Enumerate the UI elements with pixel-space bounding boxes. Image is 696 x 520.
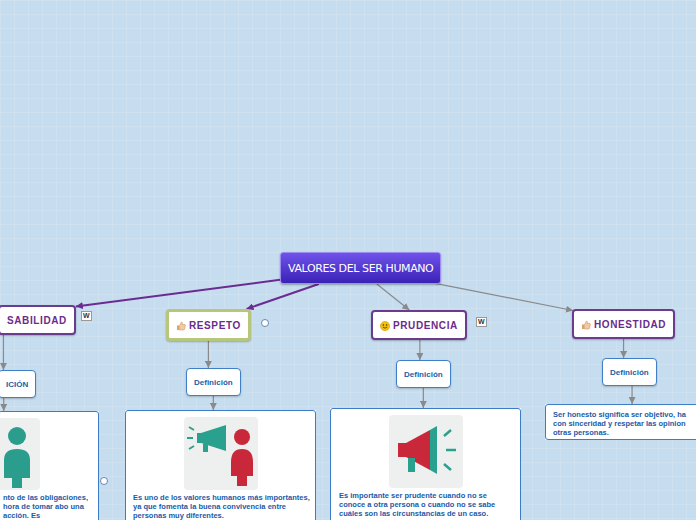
- node-text: PRUDENCIA: [393, 320, 458, 331]
- node-text: Definición: [194, 378, 233, 387]
- connector: [377, 284, 410, 310]
- definition-body: Es importante ser prudente cuando no se …: [330, 408, 521, 520]
- node-text: ICIÓN: [6, 380, 28, 389]
- value-topic: SABILIDAD: [0, 305, 76, 335]
- value-topic: HONESTIDAD: [572, 309, 675, 339]
- connector: [213, 396, 214, 410]
- thumb-symbol: [581, 320, 591, 330]
- node-text: SABILIDAD: [7, 315, 67, 326]
- connector: [3, 398, 4, 411]
- connector: [631, 386, 632, 404]
- definition-body: nto de las obligaciones, hora de tomar a…: [0, 411, 99, 520]
- smiley-symbol: [380, 321, 390, 331]
- wiki-mark: W: [81, 311, 92, 321]
- definition-box: ICIÓN: [0, 370, 36, 398]
- definition-box: Definición: [186, 368, 241, 396]
- node-text: Definición: [610, 368, 649, 377]
- definition-body: Ser honesto significa ser objetivo, ha c…: [545, 404, 696, 440]
- megaphone-person-icon: [184, 417, 258, 490]
- value-topic: PRUDENCIA: [371, 310, 467, 340]
- connector: [3, 335, 4, 370]
- connector: [208, 341, 209, 368]
- megaphone-icon: [389, 415, 463, 488]
- central-topic: VALORES DEL SER HUMANO: [280, 252, 441, 284]
- node-text: Ser honesto significa ser objetivo, ha c…: [553, 410, 696, 437]
- connector: [430, 282, 573, 310]
- node-text: Definición: [404, 370, 443, 379]
- node-text: RESPETO: [189, 320, 241, 331]
- definition-box: Definición: [602, 358, 657, 386]
- node-text: Es importante ser prudente cuando no se …: [339, 491, 514, 518]
- thumb-symbol: [176, 321, 186, 331]
- connector: [623, 339, 624, 358]
- person-icon: [0, 418, 40, 490]
- node-text: Es uno de los valores humanos más import…: [133, 493, 311, 520]
- value-topic: RESPETO: [166, 309, 251, 341]
- connector: [419, 340, 420, 360]
- node-text: VALORES DEL SER HUMANO: [288, 262, 433, 275]
- connector: [76, 280, 280, 307]
- node-text: nto de las obligaciones, hora de tomar a…: [3, 493, 96, 520]
- node-text: HONESTIDAD: [594, 319, 666, 330]
- definition-box: Definición: [396, 360, 451, 388]
- connector: [423, 388, 424, 408]
- connector: [247, 284, 319, 309]
- wiki-mark: W: [476, 317, 487, 327]
- definition-body: Es uno de los valores humanos más import…: [125, 410, 316, 520]
